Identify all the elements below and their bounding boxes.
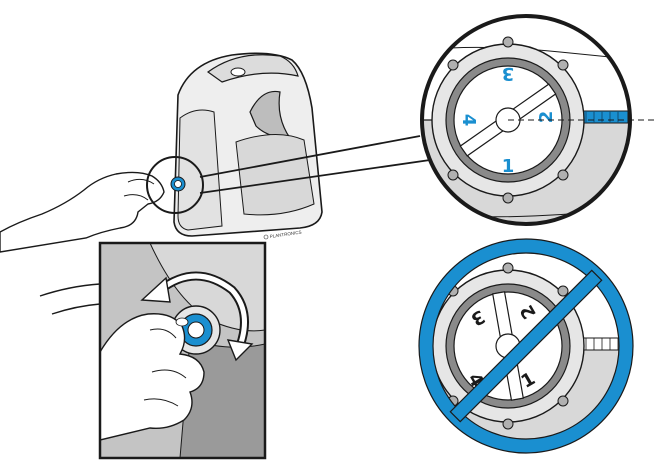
arm-outline: [51, 303, 101, 315]
brand-mark: PLANTRONICS: [269, 230, 301, 239]
dial-number-4: 4: [458, 114, 479, 127]
leader-line: [199, 159, 431, 194]
dial-number-2: 2: [536, 111, 557, 124]
dial-number-3: 3: [502, 63, 515, 84]
rotate-arrow-icon: [140, 271, 254, 362]
rotation-inset: [98, 241, 267, 460]
device-base: PLANTRONICS: [173, 52, 323, 240]
hand-top: [0, 171, 165, 253]
zoom-highlight-circle: [146, 156, 204, 214]
device-dial: [170, 176, 186, 192]
prohibition-icon: [418, 238, 634, 454]
leader-line: [199, 135, 421, 178]
incorrect-zoom-view: 3 2 1 4: [418, 238, 634, 454]
arm-outline: [39, 283, 101, 297]
correct-zoom-view: 3 2 1 4: [420, 14, 632, 226]
dial-number-1: 1: [502, 156, 515, 177]
